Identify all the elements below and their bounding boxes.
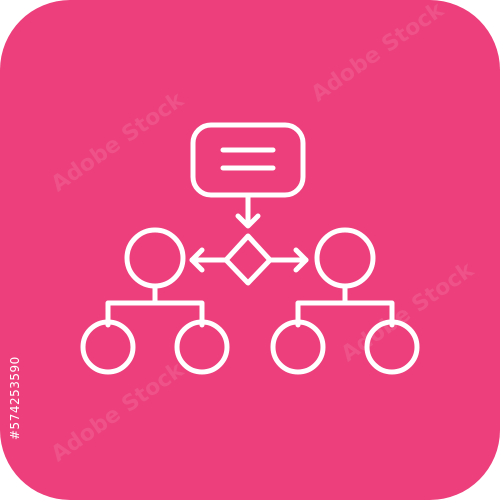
left-arrow-head-icon — [189, 247, 205, 273]
left-node-circle-icon — [124, 227, 186, 289]
bottom-node-4-icon — [364, 319, 420, 375]
right-arrow-head-icon — [293, 247, 309, 273]
top-box-icon — [190, 122, 306, 198]
right-node-circle-icon — [314, 227, 376, 289]
bottom-node-3-icon — [270, 319, 326, 375]
down-arrow-head-icon — [235, 213, 261, 229]
bottom-node-2-icon — [174, 319, 230, 375]
decision-diamond-icon — [223, 233, 273, 286]
bottom-node-1-icon — [80, 319, 136, 375]
right-branch-connector-icon — [295, 300, 395, 328]
left-branch-connector-icon — [105, 300, 205, 328]
stock-id-label: #574253590 — [8, 356, 22, 440]
